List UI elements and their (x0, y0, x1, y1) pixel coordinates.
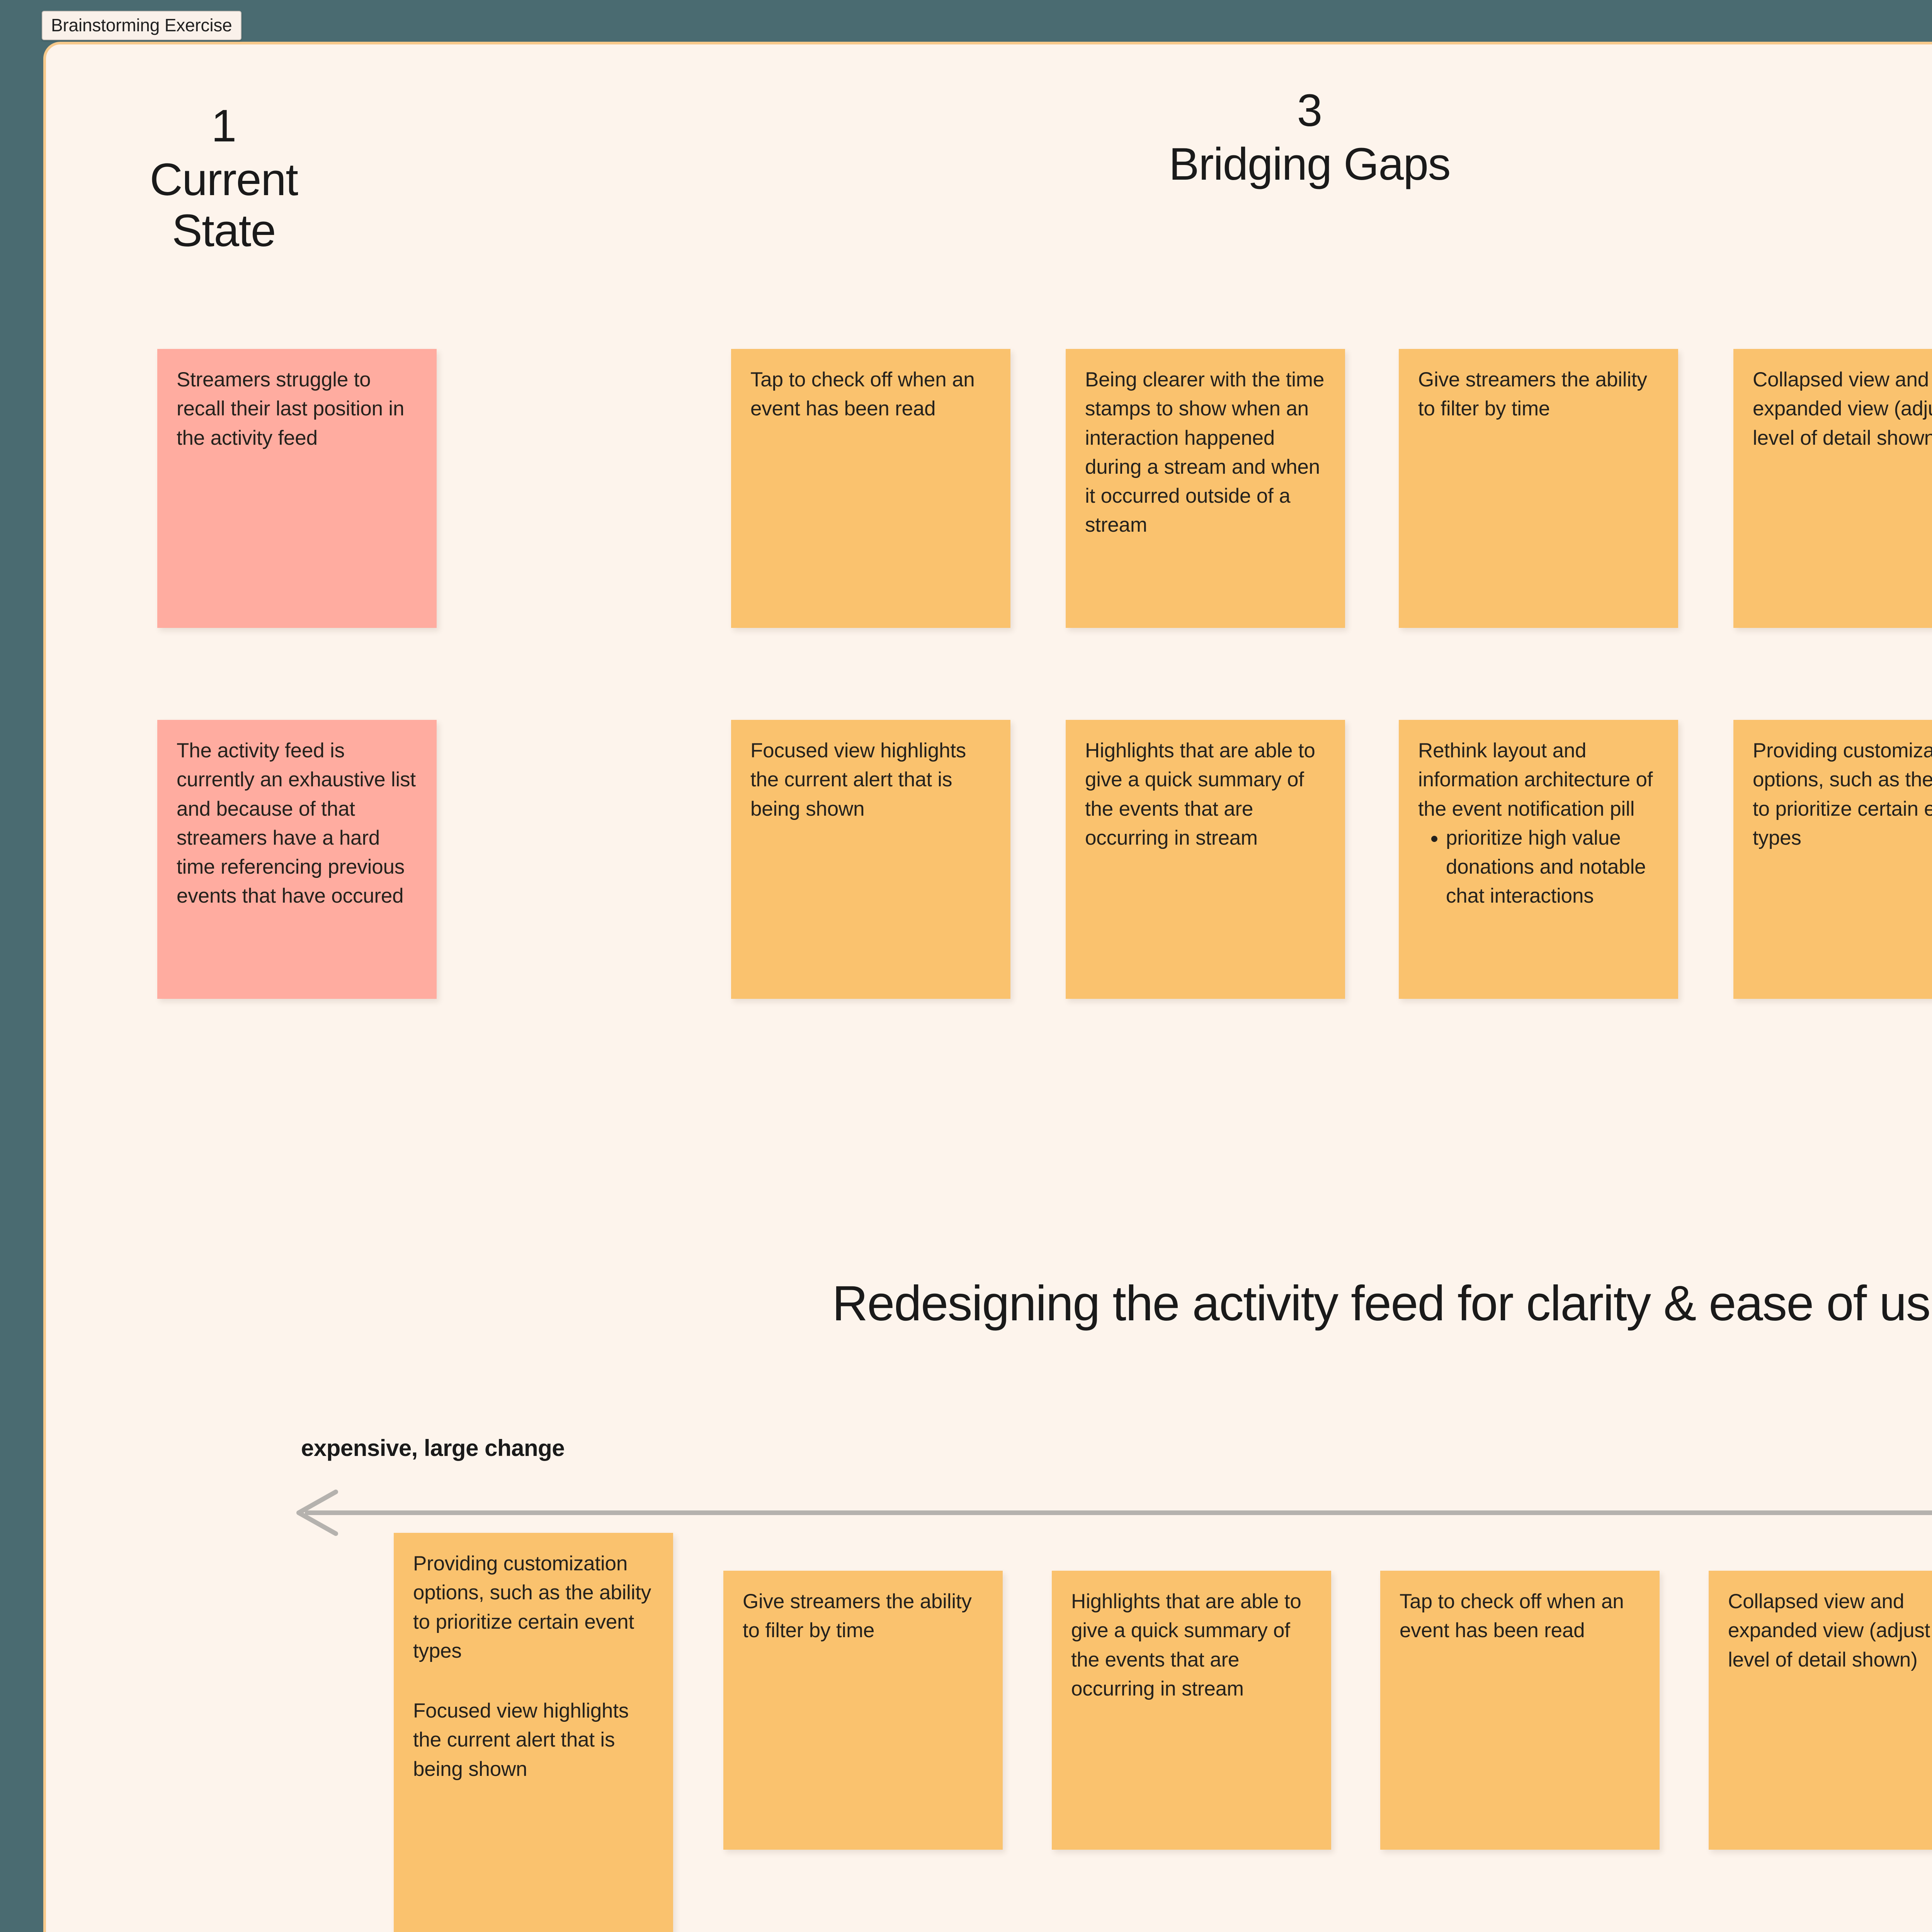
sticky-note-text: Give streamers the ability to filter by … (1418, 368, 1647, 420)
sticky-note-text: Streamers struggle to recall their last … (177, 368, 405, 449)
sticky-note-text: Providing customization options, such as… (413, 1552, 651, 1662)
file-tab-brainstorming-exercise[interactable]: Brainstorming Exercise (42, 11, 242, 40)
sticky-note-text: Highlights that are able to give a quick… (1085, 739, 1315, 849)
sticky-note[interactable]: Streamers struggle to recall their last … (157, 349, 437, 628)
sticky-note-spacer (413, 1665, 655, 1696)
sticky-note-text: Focused view highlights the current aler… (750, 739, 966, 820)
spectrum-label-left: expensive, large change (301, 1435, 565, 1461)
file-tab-label: Brainstorming Exercise (51, 15, 232, 35)
double-headed-arrow-icon (296, 1490, 1932, 1536)
section-title: Redesigning the activity feed for clarit… (832, 1276, 1932, 1331)
sticky-note-text: The activity feed is currently an exhaus… (177, 739, 416, 908)
column-title: Bridging Gaps (1168, 138, 1451, 190)
sticky-note-text: Collapsed view and expanded view (adjust… (1728, 1590, 1932, 1671)
sticky-note-text: Collapsed view and expanded view (adjust… (1753, 368, 1932, 449)
sticky-note-text: Tap to check off when an event has been … (1400, 1590, 1624, 1642)
sticky-note[interactable]: Collapsed view and expanded view (adjust… (1733, 349, 1932, 628)
sticky-note-text: Rethink layout and information architect… (1418, 739, 1653, 820)
sticky-note-text: Providing customization options, such as… (1753, 739, 1932, 849)
sticky-note[interactable]: Focused view highlights the current aler… (731, 720, 1010, 999)
column-number: 1 (211, 100, 237, 151)
sticky-note[interactable]: Highlights that are able to give a quick… (1066, 720, 1345, 999)
column-number: 3 (1297, 85, 1323, 136)
sticky-note[interactable]: Providing customization options, such as… (1733, 720, 1932, 999)
sticky-note-text: Give streamers the ability to filter by … (743, 1590, 972, 1642)
column-header-bridging-gaps: 3 Bridging Gaps (1105, 87, 1514, 190)
sticky-note-text: Highlights that are able to give a quick… (1071, 1590, 1301, 1700)
sticky-note[interactable]: Give streamers the ability to filter by … (1399, 349, 1678, 628)
sticky-note[interactable]: Highlights that are able to give a quick… (1052, 1571, 1331, 1850)
sticky-note[interactable]: Collapsed view and expanded view (adjust… (1709, 1571, 1932, 1850)
sticky-note[interactable]: Providing customization options, such as… (394, 1533, 673, 1932)
column-header-current-state: 1 Current State (116, 102, 332, 256)
sticky-note-text: Tap to check off when an event has been … (750, 368, 975, 420)
sticky-note-text-secondary: Focused view highlights the current aler… (413, 1699, 629, 1781)
sticky-note[interactable]: Tap to check off when an event has been … (1380, 1571, 1660, 1850)
column-title: Current State (150, 154, 298, 257)
sticky-note-bullet-list: prioritize high value donations and nota… (1418, 823, 1660, 911)
sticky-note[interactable]: Rethink layout and information architect… (1399, 720, 1678, 999)
sticky-note[interactable]: Give streamers the ability to filter by … (723, 1571, 1003, 1850)
sticky-note[interactable]: Tap to check off when an event has been … (731, 349, 1010, 628)
sticky-note[interactable]: The activity feed is currently an exhaus… (157, 720, 437, 999)
sticky-note[interactable]: Being clearer with the time stamps to sh… (1066, 349, 1345, 628)
sticky-note-bullet: prioritize high value donations and nota… (1446, 823, 1660, 911)
sticky-note-text: Being clearer with the time stamps to sh… (1085, 368, 1325, 537)
whiteboard-canvas[interactable]: 1 Current State 3 Bridging Gaps 2 Prefer… (43, 42, 1932, 1932)
